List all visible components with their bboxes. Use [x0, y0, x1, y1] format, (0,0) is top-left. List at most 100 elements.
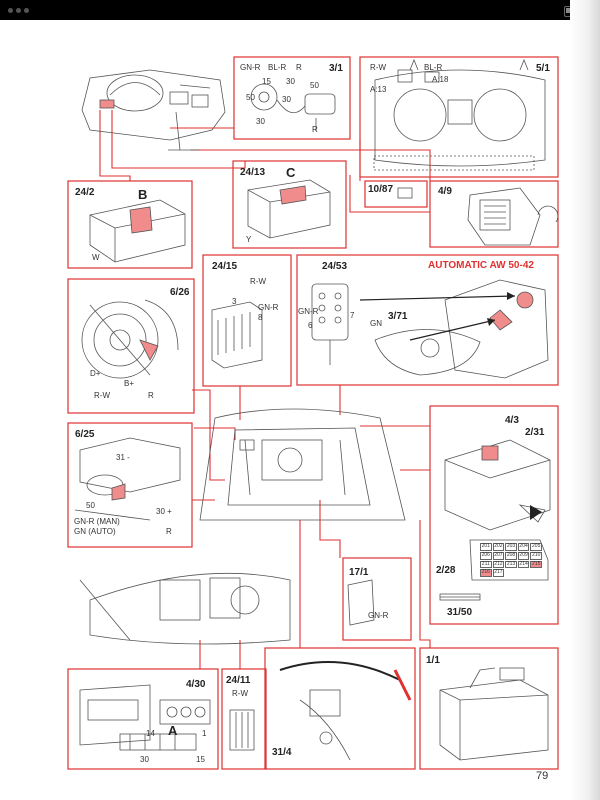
ref-6-26: 6/26 [170, 287, 190, 298]
ref-4-30: 4/30 [186, 679, 206, 690]
arrow-24-53 [359, 295, 516, 301]
box-31-4 [264, 647, 416, 770]
pin-label: 30 [282, 95, 291, 104]
wire-label: R-W [94, 391, 110, 400]
wire-label: GN-R [240, 63, 261, 72]
wire-label: GN-R [298, 307, 319, 316]
pin-label: 30 [286, 77, 295, 86]
pin-label: 50 [310, 81, 319, 90]
wire-label: D+ [90, 369, 101, 378]
ref-2-31: 2/31 [525, 427, 545, 438]
pin-label: 3 [232, 297, 237, 306]
ref-2-28: 2/28 [436, 565, 456, 576]
ref-4-3: 4/3 [505, 415, 519, 426]
ref-1-1: 1/1 [426, 655, 440, 666]
relay-cell: 207 [492, 551, 505, 560]
box-24-13 [232, 160, 347, 249]
ref-17-1: 17/1 [349, 567, 369, 578]
signal-dot-icon [24, 8, 29, 13]
box-24-11 [221, 668, 267, 770]
relay-cell: 210 [530, 551, 542, 560]
pin-label: 31 - [116, 453, 130, 462]
pin-label: 6 [308, 321, 313, 330]
wire-label: R [148, 391, 154, 400]
arrow-fuse [530, 505, 542, 520]
pin-label: 1 [202, 729, 207, 738]
ref-24-2: 24/2 [75, 187, 95, 198]
wire-label: BL-R [268, 63, 287, 72]
ref-10-87: 10/87 [368, 184, 394, 195]
pin-label: 30 [256, 117, 265, 126]
pin-label: 50 [246, 93, 255, 102]
box-10-87 [364, 180, 428, 208]
arrow-3-71 [409, 319, 496, 341]
relay-cell: 209 [517, 551, 530, 560]
relay-cell: 211 [480, 560, 492, 569]
pin-label: 8 [258, 313, 263, 322]
letter-a: A [168, 723, 178, 738]
wire-label: W [92, 253, 100, 262]
wire-label: GN (AUTO) [74, 527, 116, 536]
page-edge-shadow [570, 0, 600, 800]
pin-label: 7 [350, 311, 355, 320]
relay-cell: 202 [492, 543, 505, 551]
relay-cell: 216 [480, 569, 492, 577]
ref-24-13: 24/13 [240, 167, 266, 178]
relay-cell: 201 [480, 543, 492, 551]
pin-label: 30 + [156, 507, 172, 516]
box-17-1 [342, 557, 412, 641]
relay-cell: 214 [517, 560, 530, 569]
ref-31-4: 31/4 [272, 747, 292, 758]
box-1-1 [419, 647, 559, 770]
red-cable [393, 669, 412, 701]
ref-3-71: 3/71 [388, 311, 408, 322]
letter-b: B [138, 187, 148, 202]
pin-label: 15 [196, 755, 205, 764]
box-6-25 [67, 422, 193, 548]
ref-3-1: 3/1 [329, 63, 343, 74]
box-5-1 [359, 56, 559, 178]
wire-label: GN-R [368, 611, 389, 620]
wire-label: GN-R [258, 303, 279, 312]
signal-dot-icon [16, 8, 21, 13]
box-4-3-2-31-2-28 [429, 405, 559, 625]
pin-label: 50 [86, 501, 95, 510]
wire-label: GN-R (MAN) [74, 517, 120, 526]
page-number: 79 [536, 770, 549, 782]
pin-label: 14 [146, 729, 155, 738]
relay-cell: 203 [505, 543, 517, 551]
wire-label: R-W [250, 277, 266, 286]
leader-lines [99, 110, 431, 669]
box-24-15 [202, 254, 292, 387]
box-3-1 [233, 56, 351, 140]
pin-label: 15 [262, 77, 271, 86]
box-24-53-3-71 [296, 254, 559, 386]
ref-4-9: 4/9 [438, 186, 452, 197]
pin-label: A:13 [370, 85, 387, 94]
relay-cell: 217 [492, 569, 505, 577]
wire-label: Y [246, 235, 252, 244]
pin-label: 30 [140, 755, 149, 764]
relay-cell: 215 [530, 560, 542, 569]
letter-c: C [286, 165, 296, 180]
wire-label: B+ [124, 379, 135, 388]
box-6-26 [67, 278, 195, 414]
wire-label: R [312, 125, 318, 134]
relay-cell: 213 [505, 560, 517, 569]
diagram-title: AUTOMATIC AW 50-42 [428, 260, 534, 271]
signal-dot-icon [8, 8, 13, 13]
pin-label: A:18 [432, 75, 449, 84]
ref-31-50: 31/50 [447, 607, 473, 618]
line-art [74, 58, 559, 761]
box-4-30 [67, 668, 219, 770]
ref-24-15: 24/15 [212, 261, 238, 272]
relay-cell: 208 [505, 551, 517, 560]
relay-cell: 204 [517, 543, 530, 551]
wire-label: R-W [232, 689, 248, 698]
wire-label: R [296, 63, 302, 72]
wire-label: R [166, 527, 172, 536]
wire-label: GN [370, 319, 382, 328]
ref-24-11: 24/11 [226, 675, 251, 686]
